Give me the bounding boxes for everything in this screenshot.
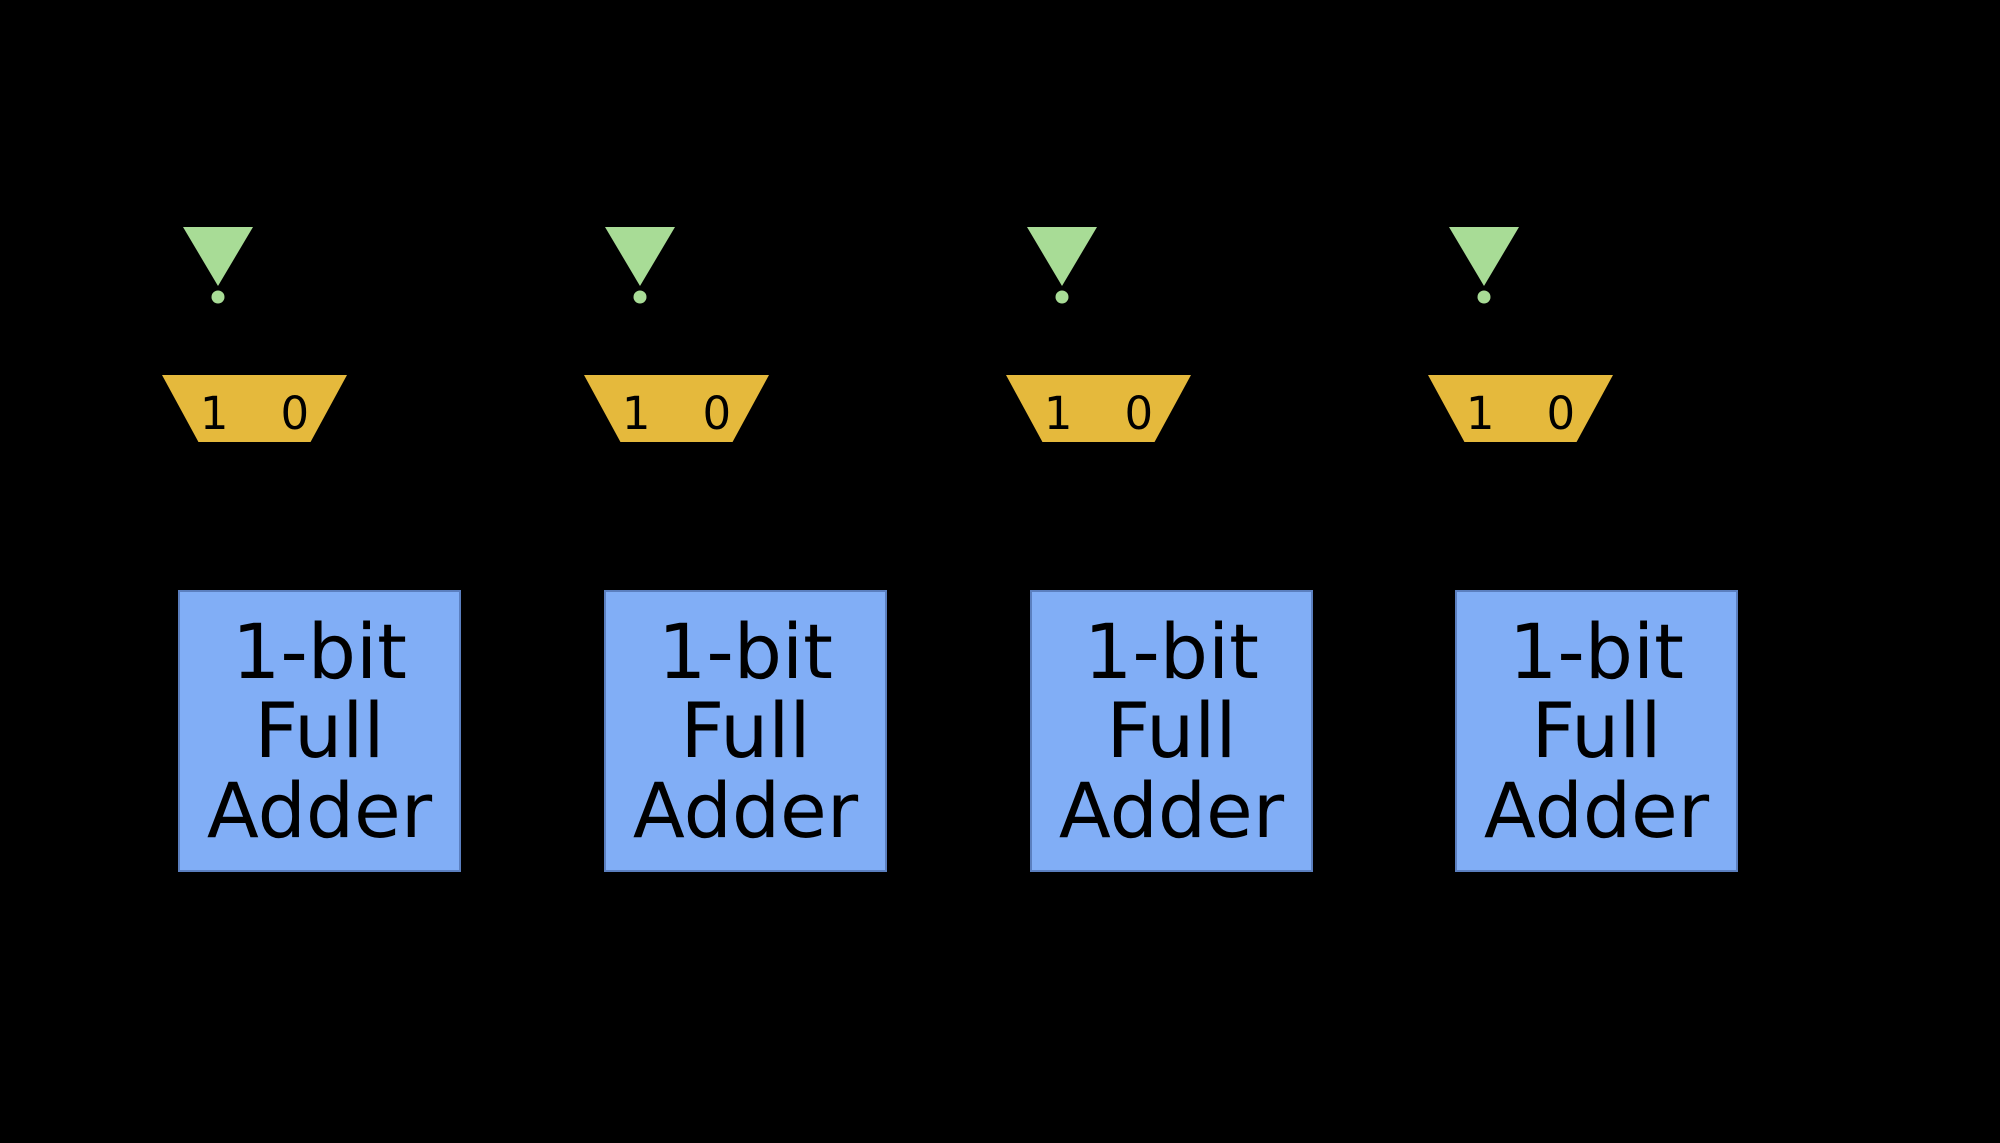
inverter-bubble-icon (1477, 290, 1491, 304)
full-adder-label-line2: Full (680, 686, 811, 776)
mux-trapezoid: 1 0 (1428, 375, 1613, 442)
full-adder-label-line2: Full (1531, 686, 1662, 776)
mux-trapezoid: 1 0 (1006, 375, 1191, 442)
mux-input-0-label: 0 (1546, 387, 1576, 440)
full-adder-box: 1-bit Full Adder (178, 590, 461, 872)
mux-input-1-label: 1 (1043, 387, 1073, 440)
not-gate-icon (1027, 227, 1097, 304)
full-adder-label-line1: 1-bit (1509, 607, 1684, 697)
full-adder-label-line3: Adder (1483, 765, 1710, 855)
full-adder-label-line2: Full (1106, 686, 1237, 776)
inverter-bubble-icon (1055, 290, 1069, 304)
full-adder-label-line3: Adder (1058, 765, 1285, 855)
mux-input-0-label: 0 (1124, 387, 1154, 440)
inverter-bubble-icon (633, 290, 647, 304)
not-gate-icon (1449, 227, 1519, 304)
mux-input-1-label: 1 (1465, 387, 1495, 440)
mux-input-0-label: 0 (280, 387, 310, 440)
inverter-bubble-icon (211, 290, 225, 304)
mux-input-0-label: 0 (702, 387, 732, 440)
not-gate-triangle-icon (183, 227, 253, 286)
not-gate-triangle-icon (1449, 227, 1519, 286)
full-adder-label-line3: Adder (206, 765, 433, 855)
full-adder-box: 1-bit Full Adder (1455, 590, 1738, 872)
full-adder-box: 1-bit Full Adder (604, 590, 887, 872)
full-adder-label-line1: 1-bit (232, 607, 407, 697)
not-gate-icon (605, 227, 675, 304)
not-gate-triangle-icon (605, 227, 675, 286)
full-adder-label-line1: 1-bit (658, 607, 833, 697)
full-adder-label-line3: Adder (632, 765, 859, 855)
mux-input-1-label: 1 (199, 387, 229, 440)
full-adder-label-line2: Full (254, 686, 385, 776)
mux-trapezoid: 1 0 (162, 375, 347, 442)
full-adder-box: 1-bit Full Adder (1030, 590, 1313, 872)
not-gate-triangle-icon (1027, 227, 1097, 286)
full-adder-label-line1: 1-bit (1084, 607, 1259, 697)
not-gate-icon (183, 227, 253, 304)
mux-input-1-label: 1 (621, 387, 651, 440)
mux-trapezoid: 1 0 (584, 375, 769, 442)
